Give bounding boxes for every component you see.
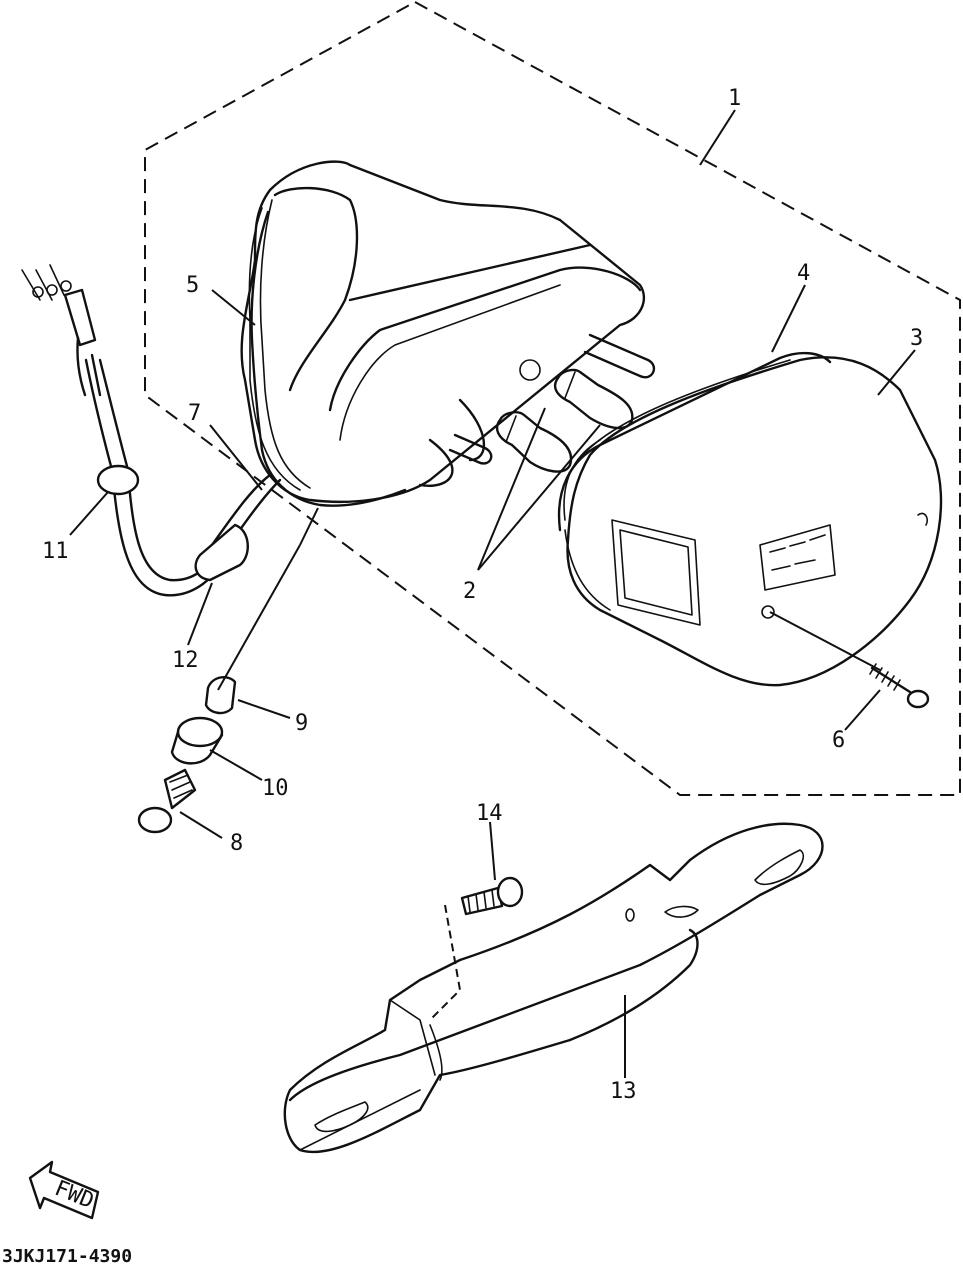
callout-9: 9 <box>295 711 308 736</box>
fwd-label: FWD <box>51 1176 97 1214</box>
callout-13: 13 <box>610 1079 637 1104</box>
diagram-code: 3JKJ171-4390 <box>2 1246 132 1266</box>
collar <box>204 676 237 715</box>
assembly-boundary-dashed <box>144 0 961 796</box>
callout-11: 11 <box>42 539 69 564</box>
callout-12: 12 <box>172 648 199 673</box>
callout-4: 4 <box>797 261 810 286</box>
callout-7: 7 <box>188 401 201 426</box>
callout-labels: 1 2 3 4 5 6 7 8 9 10 11 12 13 14 <box>42 86 923 1104</box>
bolt-14-alignment-line <box>429 904 462 1021</box>
leader-lines <box>69 109 916 1078</box>
wire-grommet-11 <box>96 464 140 496</box>
housing-gasket <box>250 210 407 507</box>
mounting-bolt <box>137 768 197 834</box>
bulb-lower <box>496 411 573 473</box>
callout-2: 2 <box>463 579 476 604</box>
tail-lens <box>563 356 943 687</box>
callout-10: 10 <box>262 776 289 801</box>
taillight-bracket <box>283 822 824 1154</box>
lens-gasket <box>557 351 832 532</box>
bulb-upper <box>554 368 634 430</box>
bracket-bolt <box>460 876 524 916</box>
damper-grommet <box>170 716 224 765</box>
callout-14: 14 <box>476 801 503 826</box>
callout-6: 6 <box>832 728 845 753</box>
callout-5: 5 <box>186 273 199 298</box>
callout-3: 3 <box>910 326 923 351</box>
wire-grommet-12 <box>194 523 249 582</box>
callout-1: 1 <box>728 86 741 111</box>
forward-direction-arrow: FWD <box>28 1160 100 1220</box>
lens-screw <box>869 663 930 709</box>
callout-8: 8 <box>230 831 243 856</box>
